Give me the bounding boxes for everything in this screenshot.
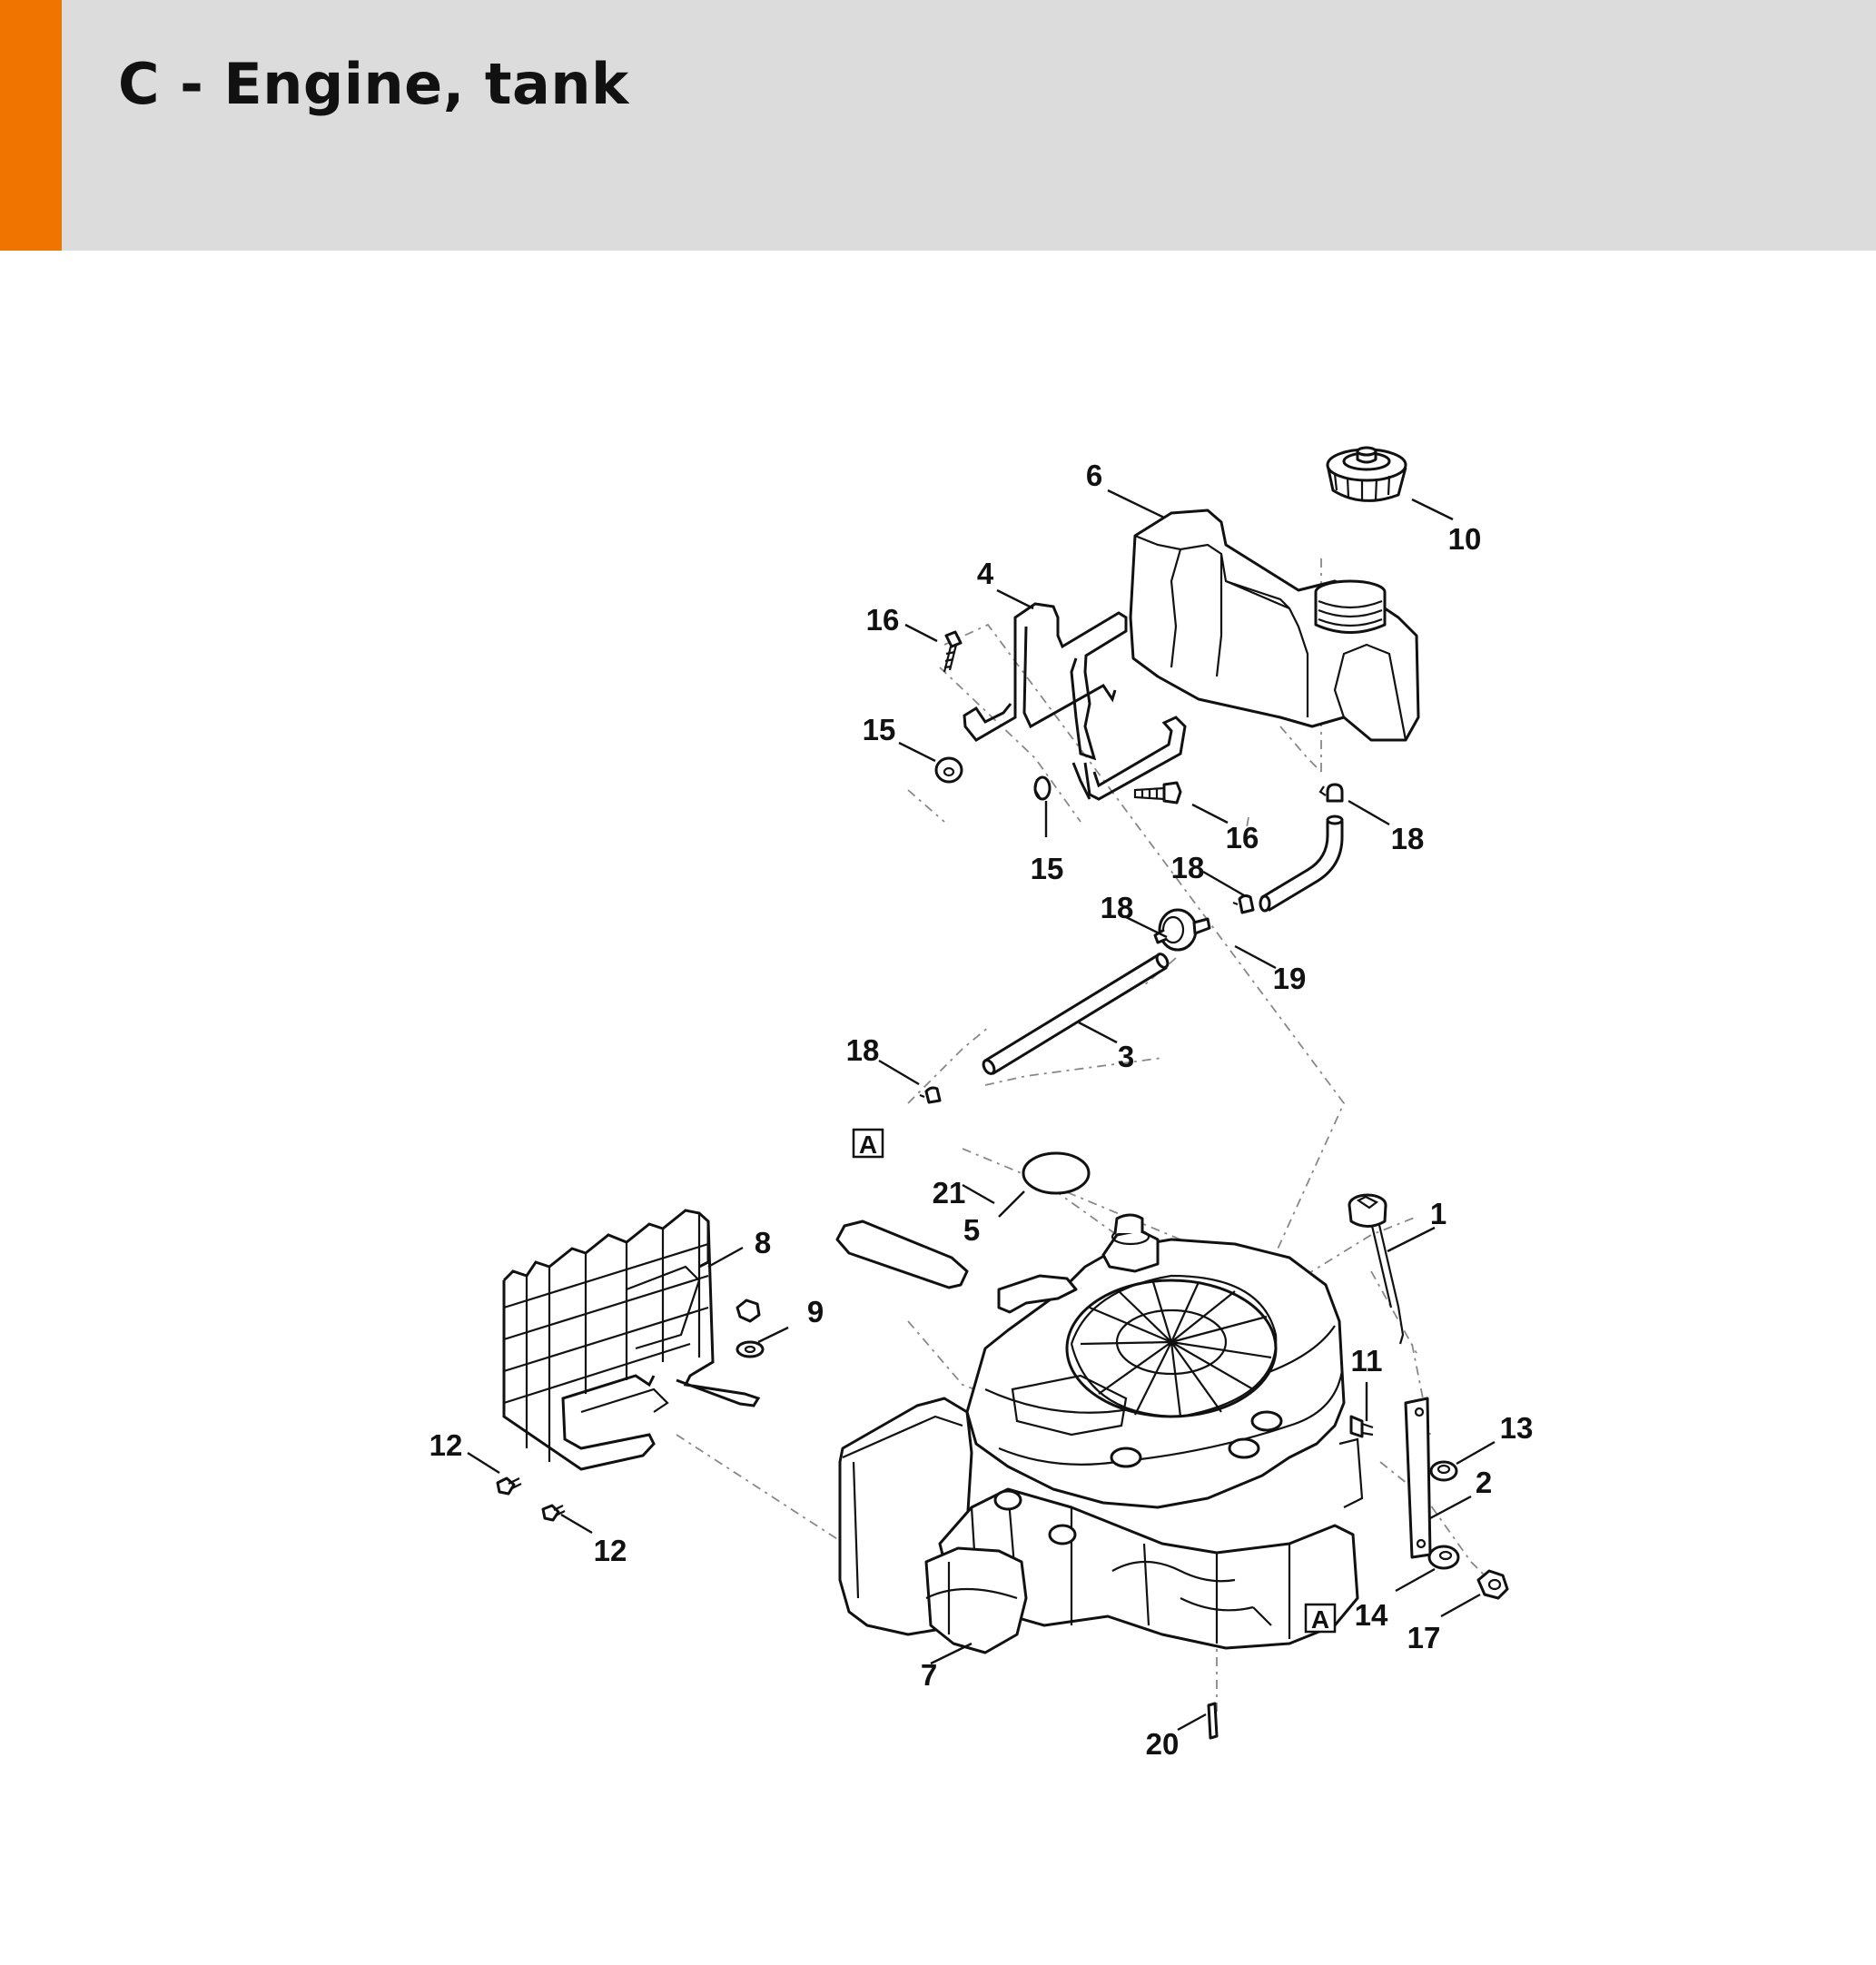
callout-18-bottom: 18 [846, 1033, 880, 1067]
washer-15-left [934, 756, 963, 784]
label-plate-part [835, 1219, 969, 1289]
callout-numbers: 6 10 4 16 15 15 16 18 18 18 19 3 18 21 5… [430, 459, 1534, 1761]
callout-9: 9 [807, 1295, 824, 1328]
section-marker-a-upper: A [852, 1128, 884, 1159]
bolt-11-part [1349, 1415, 1374, 1438]
callout-15-lower: 15 [1031, 852, 1064, 885]
engine-part [838, 1213, 1364, 1654]
callout-18-mid: 18 [1171, 851, 1205, 884]
guard-cage-part [502, 1209, 761, 1471]
callout-5: 5 [963, 1213, 980, 1247]
callout-13: 13 [1500, 1411, 1534, 1445]
nut-9-part [736, 1298, 765, 1358]
hose-clamp-18-bottom [919, 1086, 942, 1104]
callout-10: 10 [1448, 522, 1482, 556]
callout-8: 8 [755, 1226, 771, 1259]
callout-20: 20 [1146, 1727, 1180, 1761]
callout-7: 7 [921, 1658, 937, 1692]
callout-14: 14 [1355, 1598, 1388, 1632]
callout-17: 17 [1407, 1621, 1441, 1654]
callout-16-upper: 16 [866, 603, 900, 637]
hose-clamp-18-mid [1232, 894, 1255, 914]
fuel-hose-upper [1259, 815, 1344, 913]
bolt-16-upper [943, 630, 963, 673]
header-accent-stripe [0, 0, 62, 251]
callout-12-right: 12 [594, 1534, 627, 1567]
section-marker-a-lower: A [1304, 1603, 1337, 1634]
header-bar: C - Engine, tank [0, 0, 1876, 251]
page-title: C - Engine, tank [118, 51, 629, 117]
screw-12-right [541, 1504, 566, 1522]
callout-11: 11 [1351, 1344, 1383, 1377]
callout-4: 4 [977, 557, 994, 590]
bracket-strip-part [1404, 1397, 1432, 1559]
washer-15-mid [1033, 775, 1052, 801]
callout-15-upper: 15 [863, 713, 896, 746]
callout-12-left: 12 [430, 1428, 463, 1462]
callout-18-right: 18 [1391, 822, 1425, 855]
section-marker-a-upper-text: A [859, 1131, 877, 1159]
callout-21: 21 [933, 1176, 966, 1210]
callout-16-lower: 16 [1226, 821, 1259, 854]
fuel-tank-part [1129, 509, 1420, 742]
callout-1: 1 [1430, 1197, 1446, 1230]
callout-2: 2 [1476, 1466, 1492, 1499]
pin-20-part [1207, 1702, 1219, 1740]
hose-clamp-18-top [1318, 783, 1344, 803]
callout-18-left: 18 [1101, 891, 1134, 924]
callout-19: 19 [1273, 962, 1307, 995]
nut-17-part [1476, 1569, 1509, 1600]
fuel-filter-part [1153, 908, 1211, 952]
screw-12-left [496, 1476, 522, 1496]
dipstick-part [1348, 1193, 1405, 1345]
tank-bracket-part [963, 602, 1187, 801]
bolt-16-lower [1133, 781, 1182, 805]
callout-6: 6 [1086, 459, 1102, 492]
nut-13-part [1429, 1460, 1458, 1482]
callout-leader-lines [467, 489, 1496, 1732]
fuel-line-part [982, 953, 1170, 1075]
fuel-cap-part [1326, 446, 1407, 502]
callout-3: 3 [1118, 1040, 1134, 1073]
cap-seal-part [1022, 1151, 1091, 1195]
section-marker-a-lower-text: A [1311, 1605, 1329, 1634]
washer-14-part [1427, 1545, 1460, 1570]
